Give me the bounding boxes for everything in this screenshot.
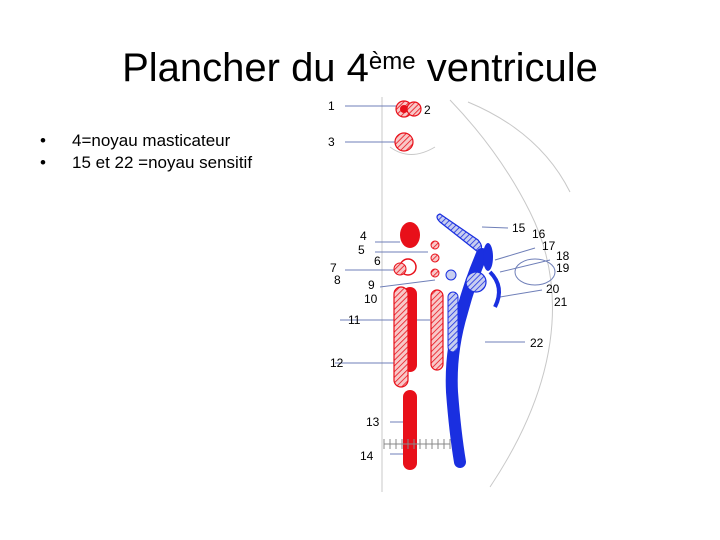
label-3: 3: [328, 135, 335, 149]
bullet-item: 4=noyau masticateur: [38, 130, 288, 152]
label-14: 14: [360, 449, 374, 463]
label-1: 1: [328, 99, 335, 113]
bullet-list: 4=noyau masticateur 15 et 22 =noyau sens…: [38, 130, 288, 174]
label-11: 11: [348, 313, 361, 327]
label-12: 12: [330, 356, 344, 370]
label-21: 21: [554, 295, 568, 309]
label-17: 17: [542, 239, 556, 253]
title-tail: ventricule: [416, 46, 598, 90]
sensory-structures: [437, 214, 499, 462]
label-9: 9: [368, 278, 375, 292]
title-main: Plancher du 4: [122, 46, 369, 90]
label-4: 4: [360, 229, 367, 243]
bullet-item: 15 et 22 =noyau sensitif: [38, 152, 288, 174]
label-15: 15: [512, 221, 526, 235]
label-22: 22: [530, 336, 544, 350]
label-8: 8: [334, 273, 341, 287]
brainstem-diagram: 1 2 3 4 5 6 7 8 9 10 11 12 13 14 15 16 1…: [300, 92, 600, 492]
upper-nuclei: [395, 101, 421, 151]
hatched-motor-columns: [394, 287, 443, 387]
label-20: 20: [546, 282, 560, 296]
title-superscript: ème: [369, 48, 416, 75]
label-2: 2: [424, 103, 431, 117]
label-10: 10: [364, 292, 378, 306]
label-13: 13: [366, 415, 380, 429]
label-19: 19: [556, 261, 570, 275]
label-6: 6: [374, 254, 381, 268]
slide-title: Plancher du 4ème ventricule: [0, 38, 720, 98]
label-5: 5: [358, 243, 365, 257]
